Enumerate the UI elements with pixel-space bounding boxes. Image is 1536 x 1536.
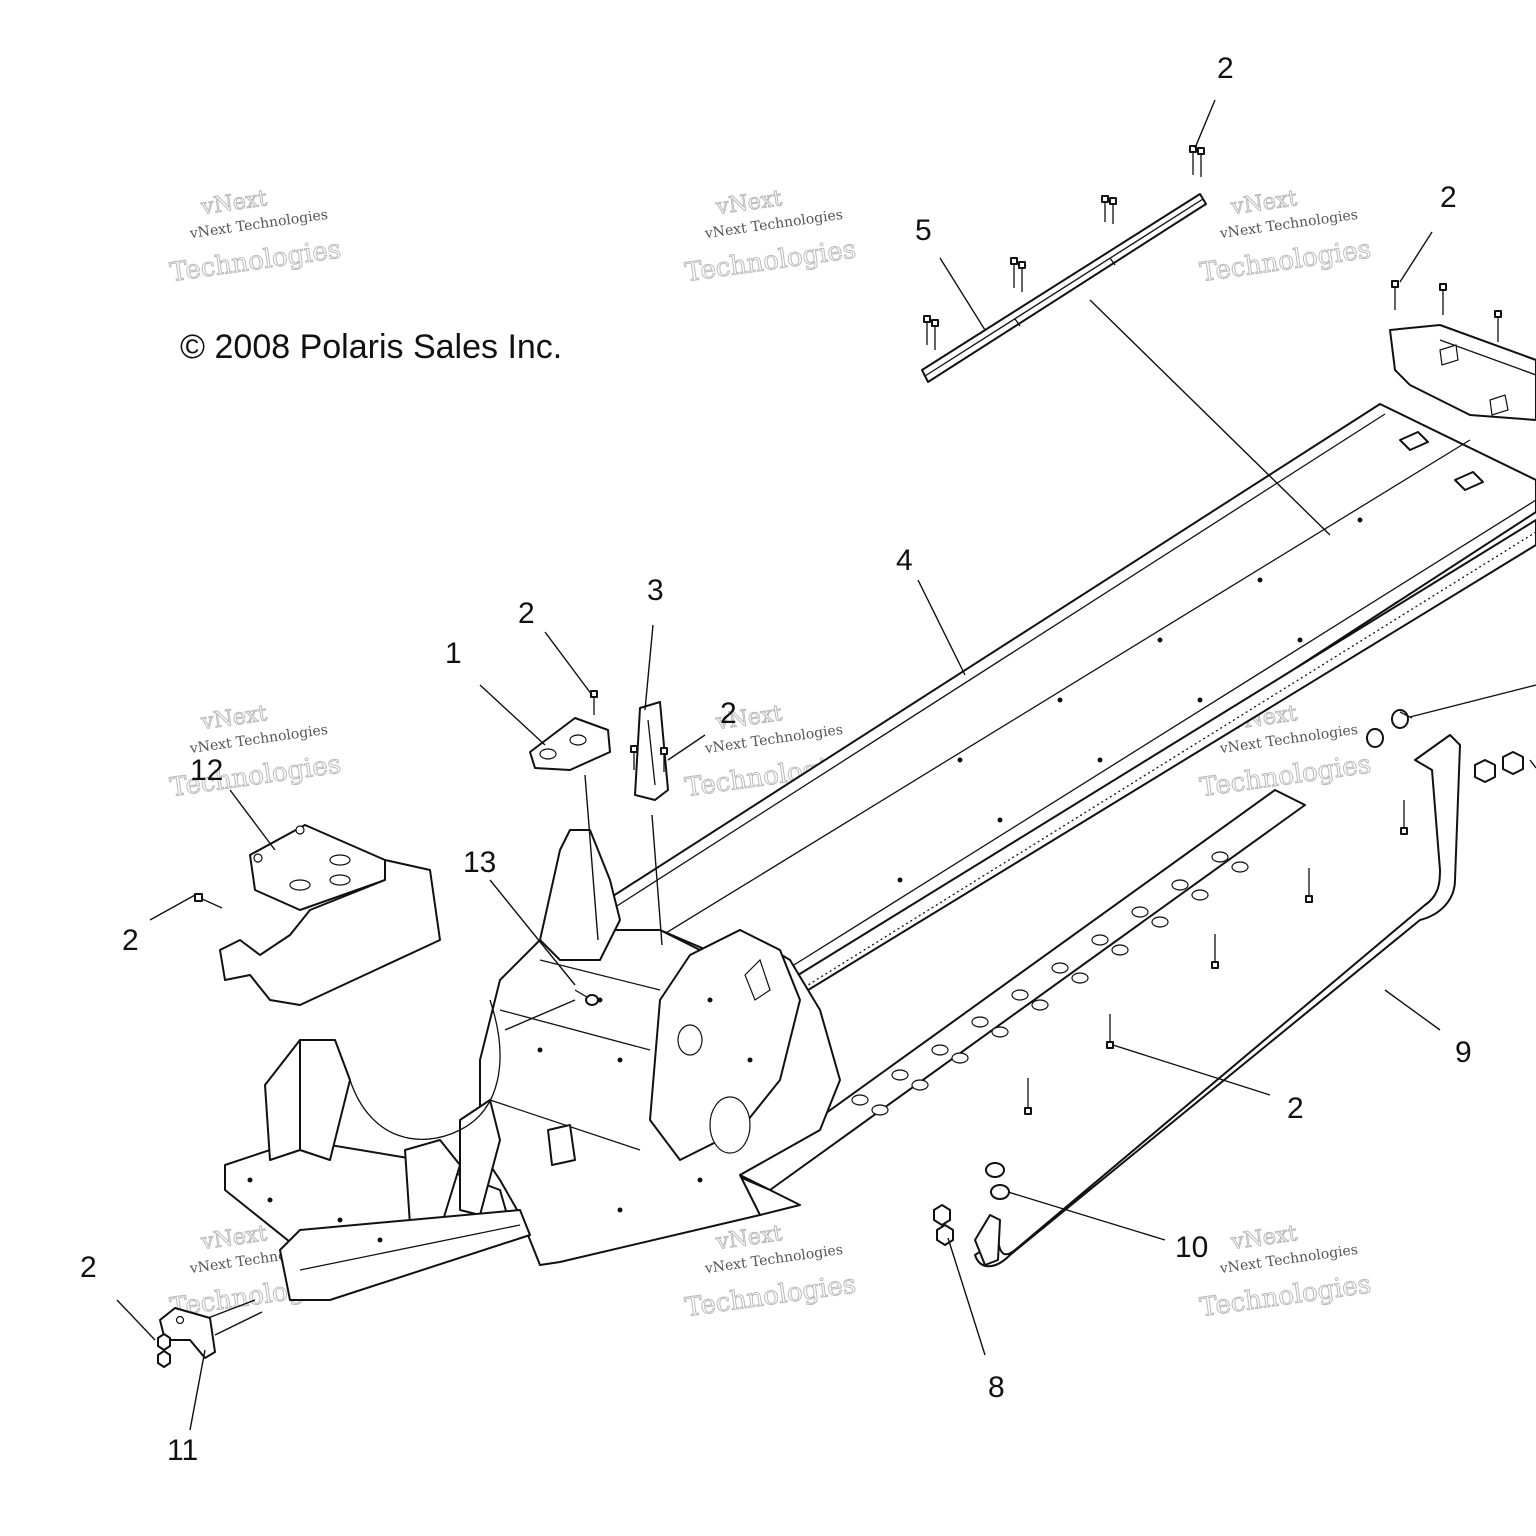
watermark-vnext: vNext xyxy=(199,186,269,220)
bolt-icon xyxy=(660,747,668,772)
bolt-icon xyxy=(1439,283,1447,315)
front-frame-left xyxy=(224,999,531,1301)
flange-bolt-icon xyxy=(1366,728,1384,748)
part-1-bracket xyxy=(529,717,611,771)
part-5-rail xyxy=(921,193,1207,383)
part-4-tunnel xyxy=(559,403,1536,996)
nut-icon xyxy=(1474,759,1496,783)
callout-8: 8 xyxy=(988,1371,1005,1404)
bolt-icon xyxy=(1400,800,1408,835)
callout-3: 3 xyxy=(647,574,664,607)
bolt-icon xyxy=(931,319,939,350)
watermark-line2: Technologies xyxy=(683,234,858,288)
bolt-icon xyxy=(1197,147,1205,177)
watermark-line2: Technologies xyxy=(1198,234,1373,288)
bolt-icon xyxy=(630,745,638,770)
watermark-vnext: vNext xyxy=(714,1221,784,1255)
watermark-vnext: vNext xyxy=(199,1221,269,1255)
bolt-icon xyxy=(1101,195,1109,222)
callout-2: 2 xyxy=(1440,181,1457,214)
watermark-vnext: vNext xyxy=(1229,186,1299,220)
bolt-icon xyxy=(1494,310,1502,342)
bolt-icon xyxy=(194,893,223,909)
callout-4: 4 xyxy=(896,544,913,577)
watermark-line2: Technologies xyxy=(683,1269,858,1323)
flange-bolt-icon xyxy=(1391,709,1413,729)
bolt-icon xyxy=(1305,868,1313,903)
copyright-text: © 2008 Polaris Sales Inc. xyxy=(180,328,562,366)
flange-bolt-icon xyxy=(990,1184,1010,1200)
bolt-icon xyxy=(1024,1078,1032,1115)
callout-2: 2 xyxy=(80,1251,97,1284)
fasteners xyxy=(157,145,1524,1368)
callout-10: 10 xyxy=(1175,1231,1208,1264)
nut-icon xyxy=(157,1333,171,1351)
flange-bolt-icon xyxy=(985,1162,1005,1178)
callout-2: 2 xyxy=(1287,1092,1304,1125)
bolt-icon xyxy=(1010,257,1018,288)
front-chassis xyxy=(479,829,841,1266)
bolt-icon xyxy=(574,989,599,1006)
watermark-line2: Technologies xyxy=(1198,1269,1373,1323)
leader-lines xyxy=(116,99,1536,1431)
bolt-icon xyxy=(1189,145,1197,175)
nut-icon xyxy=(157,1350,171,1368)
callout-2: 2 xyxy=(518,597,535,630)
running-board-holes xyxy=(851,851,1249,1116)
callout-11: 11 xyxy=(167,1434,198,1467)
bolt-icon xyxy=(1106,1014,1114,1049)
callout-12: 12 xyxy=(190,754,223,787)
callout-2: 2 xyxy=(1217,52,1234,85)
bolt-icon xyxy=(923,315,931,345)
callout-2: 2 xyxy=(122,924,139,957)
watermark-vnext: vNext xyxy=(1229,1221,1299,1255)
callout-5: 5 xyxy=(915,214,932,247)
callout-1: 1 xyxy=(445,637,462,670)
part-3-bracket xyxy=(634,701,669,801)
bolt-icon xyxy=(1109,197,1117,224)
running-board xyxy=(719,789,1306,1216)
watermark-vnext: vNext xyxy=(714,186,784,220)
part-12-bracket xyxy=(219,824,441,1006)
callout-2: 2 xyxy=(720,697,737,730)
watermark-vnext: vNext xyxy=(199,701,269,735)
callout-labels: 2 2 5 4 3 2 1 2 12 13 2 9 2 10 8 2 11 xyxy=(80,52,1472,1467)
nut-icon xyxy=(1502,751,1524,775)
part-9-bumper xyxy=(974,734,1461,1268)
callout-9: 9 xyxy=(1455,1036,1472,1069)
bolt-icon xyxy=(1018,261,1026,292)
callout-13: 13 xyxy=(463,846,496,879)
watermark-line2: Technologies xyxy=(168,234,343,288)
nut-icon xyxy=(933,1204,951,1226)
nut-icon xyxy=(936,1224,954,1246)
bolt-icon xyxy=(1211,934,1219,969)
bolt-icon xyxy=(1391,280,1399,310)
part-rear-bracket-group xyxy=(1389,324,1536,421)
